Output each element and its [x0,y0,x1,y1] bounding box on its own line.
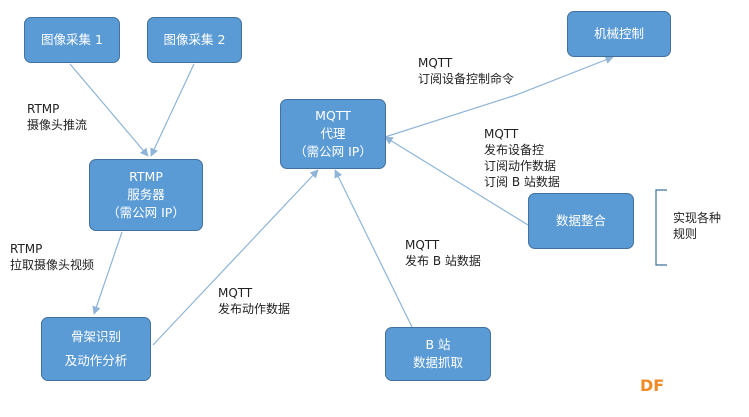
rtmp-server-line-1: RTMP [129,169,163,184]
arrow-integration-to-mqtt [384,136,529,226]
mqtt-broker-line-2: 代理 [320,126,346,141]
label-mqtt-integration-line-1: MQTT [484,127,519,141]
label-mqtt-integration-line-3: 订阅动作数据 [484,159,557,173]
label-mqtt-integration: MQTT 发布设备控 订阅动作数据 订阅 B 站数据 [484,126,560,190]
bilibili-scraper-node: B 站 数据抓取 [385,327,491,381]
arrow-rtmp-to-skeleton [92,231,123,315]
label-rtmp-pull-line-2: 拉取摄像头视频 [10,258,95,272]
label-rtmp-push-line-2: 摄像头推流 [27,118,88,132]
skeleton-line-1: 骨架识别 [70,329,121,344]
arrow-camera1-to-rtmp [69,63,149,157]
arrow-mqtt-to-machine [384,55,614,138]
machine-control-node: 机械控制 [567,11,671,57]
rules-bracket [655,189,667,266]
label-mqtt-publish-bilibili-line-2: 发布 B 站数据 [405,254,481,268]
label-mqtt-integration-line-2: 发布设备控 [484,143,545,157]
label-mqtt-subscribe-control-line-1: MQTT [418,56,453,70]
mqtt-broker-line-1: MQTT [315,108,351,123]
label-mqtt-publish-bilibili: MQTT 发布 B 站数据 [405,237,481,269]
rules-annotation-line-2: 规则 [673,227,698,241]
camera-2-node: 图像采集 2 [147,17,242,63]
rtmp-server-node: RTMP 服务器 （需公网 IP） [89,159,203,231]
rules-annotation: 实现各种 规则 [673,210,721,242]
label-mqtt-subscribe-control-line-2: 订阅设备控制命令 [418,72,515,86]
label-rtmp-push: RTMP 摄像头推流 [27,101,87,133]
camera-1-node: 图像采集 1 [24,17,120,63]
data-integration-node: 数据整合 [528,193,634,249]
bilibili-line-1: B 站 [425,337,451,352]
skeleton-line-2: 及动作分析 [64,353,128,368]
label-mqtt-publish-action: MQTT 发布动作数据 [218,285,290,317]
rules-annotation-line-1: 实现各种 [673,211,722,225]
bilibili-line-2: 数据抓取 [412,355,463,370]
label-mqtt-publish-action-line-2: 发布动作数据 [218,302,291,316]
label-mqtt-integration-line-4: 订阅 B 站数据 [484,175,560,189]
rtmp-server-line-2: 服务器 [127,187,165,202]
arrow-bilibili-to-mqtt [334,169,413,328]
rtmp-server-line-3: （需公网 IP） [107,205,185,220]
label-rtmp-pull: RTMP 拉取摄像头视频 [10,241,94,273]
mqtt-broker-node: MQTT 代理 （需公网 IP） [280,99,386,169]
camera-1-label: 图像采集 1 [41,32,103,47]
skeleton-recognition-node: 骨架识别 及动作分析 [41,317,151,381]
label-mqtt-publish-action-line-1: MQTT [218,286,253,300]
label-mqtt-publish-bilibili-line-1: MQTT [405,238,440,252]
arrow-camera2-to-rtmp [150,63,195,157]
machine-control-label: 机械控制 [593,26,644,41]
mqtt-broker-line-3: （需公网 IP） [294,144,372,159]
data-integration-label: 数据整合 [555,213,606,228]
label-rtmp-pull-line-1: RTMP [10,242,43,256]
df-watermark-logo: DF [640,376,665,395]
label-rtmp-push-line-1: RTMP [27,102,60,116]
arrow-skeleton-to-mqtt [152,169,319,346]
label-mqtt-subscribe-control: MQTT 订阅设备控制命令 [418,55,514,87]
camera-2-label: 图像采集 2 [163,32,226,47]
